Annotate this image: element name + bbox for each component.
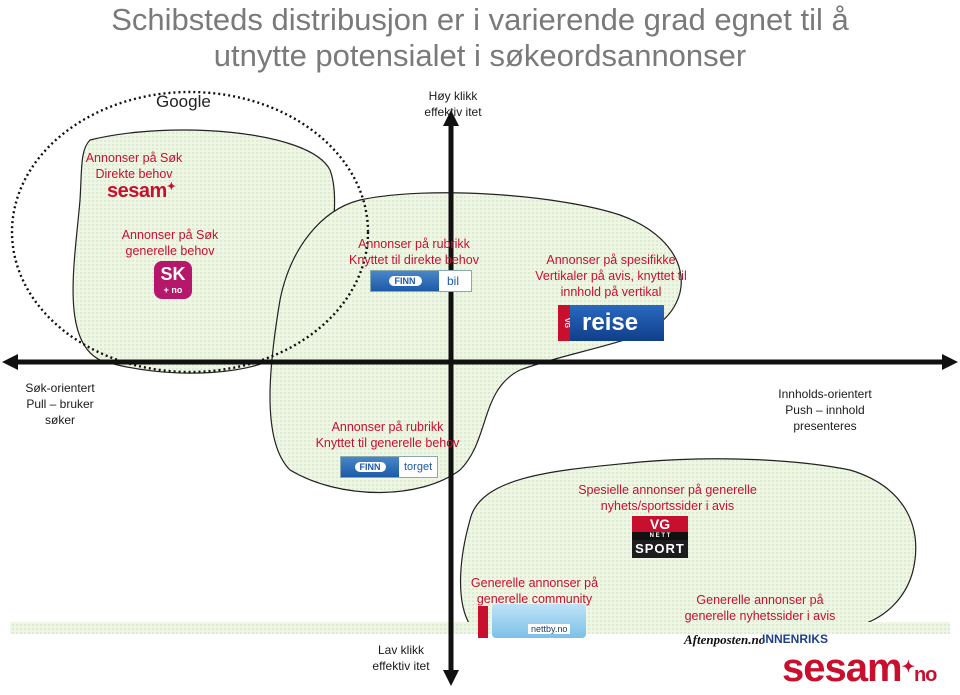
page-title: Schibsteds distribusjon er i varierende … [40, 2, 920, 74]
title-line-2: utnytte potensialet i søkeordsannonser [213, 38, 747, 73]
finn-badge-2: FINN [341, 457, 399, 477]
sk-logo: SK + no [154, 261, 192, 299]
arrow-down [443, 670, 459, 686]
axis-top-label: Høy klikk effektiv itet [424, 89, 482, 119]
finn-torget-logo: FINN torget [340, 456, 438, 478]
label-sok-direkte: Annonser på Søk Direkte behov [85, 151, 183, 181]
label-spesielle: Spesielle annonser på generelle nyhets/s… [578, 483, 757, 513]
axis-bottom-label: Lav klikk effektiv itet [372, 643, 430, 673]
rubrikk-region [269, 192, 682, 494]
axis-right-label: Innholds-orientert Push – innhold presen… [778, 387, 872, 433]
vg-reise-logo: VG reise [558, 305, 664, 341]
arrow-right [942, 354, 958, 370]
finn-bil-logo: FINN bil [370, 270, 472, 292]
finn-badge: FINN [371, 271, 439, 291]
arrow-up [443, 110, 459, 126]
title-line-1: Schibsteds distribusjon er i varierende … [111, 2, 849, 37]
axis-left-label: Søk-orientert Pull – bruker søker [25, 381, 95, 427]
vg-sport-logo: VG N E T T SPORT [632, 516, 688, 558]
star-icon-2: ✦ [901, 659, 915, 676]
vg-mini-badge: VG [558, 305, 570, 341]
arrow-left [2, 354, 18, 370]
label-rubrikk-direkte: Annonser på rubrikk Knyttet til direkte … [349, 237, 479, 267]
google-circle [10, 90, 370, 374]
label-rubrikk-generelle: Annonser på rubrikk Knyttet til generell… [315, 420, 460, 450]
vg-side-badge [478, 606, 488, 638]
label-community: Generelle annonser på generelle communit… [470, 576, 599, 606]
label-sok-generelle: Annonser på Søk generelle behov [121, 228, 219, 258]
aftenposten-logo: Aftenposten.no [684, 632, 766, 647]
innenriks-logo: INNENRIKS [762, 632, 829, 646]
sesam-logo: sesam✦ [107, 180, 176, 202]
google-label: Google [156, 92, 211, 111]
star-icon: ✦ [166, 181, 176, 193]
label-nyhetssider: Generelle annonser på generelle nyhetssi… [684, 593, 836, 623]
sesam-no-logo: sesam✦no [782, 646, 937, 690]
label-spesifikke: Annonser på spesifikke Vertikaler på avi… [535, 253, 687, 299]
nettby-logo: nettby.no [478, 604, 588, 638]
